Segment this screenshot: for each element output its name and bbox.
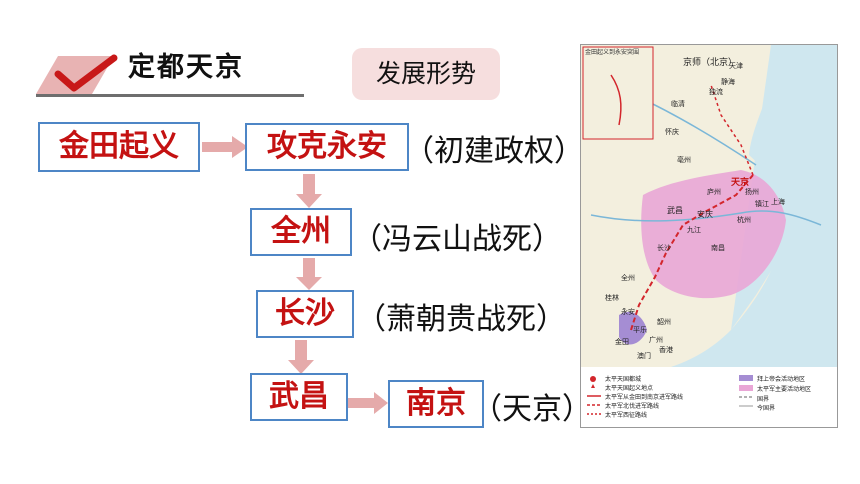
map-label-hangzhou: 杭州 [737, 216, 751, 224]
box-jintian-uprising: 金田起义 [38, 122, 200, 172]
map-label-nanchang: 南昌 [711, 244, 725, 252]
map-label-hongkong: 香港 [659, 346, 673, 354]
box-quanzhou: 全州 [250, 208, 352, 256]
legend-worship-area: 拜上帝会活动地区 [757, 376, 806, 383]
map-label-jiujiang: 九江 [687, 226, 701, 234]
box-changsha: 长沙 [256, 290, 354, 338]
map-label-tianjin: 天津 [729, 62, 743, 70]
legend-capital: 太平天国都城 [605, 376, 642, 383]
box-capture-yongan: 攻克永安 [245, 123, 409, 171]
legend-route-north: 太平军北伐进军路线 [605, 403, 660, 410]
map-label-shanghai: 上海 [771, 198, 785, 206]
arrow-down-icon [296, 258, 322, 290]
box-nanjing: 南京 [388, 380, 484, 428]
page-title: 定都天京 [128, 52, 244, 83]
map-label-duliu: 独流 [709, 88, 723, 96]
map-label-changsha: 长沙 [657, 244, 671, 252]
map-label-linqing: 临清 [671, 100, 685, 108]
box-wuchang: 武昌 [250, 373, 348, 421]
section-badge: 发展形势 [352, 48, 500, 100]
check-icon [36, 44, 126, 96]
map-label-luzhou: 庐州 [707, 188, 721, 196]
note-tianjing: （天京） [472, 392, 592, 427]
historical-map: 金田起义到永安突围 京师（北京） 天津 静海 独流 临清 怀庆 亳州 天京 庐州… [580, 44, 838, 428]
map-label-jintian: 金田 [615, 338, 629, 346]
map-label-shaozhou: 韶州 [657, 318, 671, 326]
arrow-right-icon [348, 392, 388, 414]
map-label-wuchang: 武昌 [667, 206, 683, 215]
arrow-down-icon [296, 174, 322, 208]
map-label-anqing: 安庆 [697, 210, 713, 219]
legend-route-main: 太平军从金田到南京进军路线 [605, 394, 684, 401]
note-xiao-chaogui: （萧朝贵战死） [356, 302, 566, 337]
note-initial-regime: （初建政权） [404, 134, 584, 169]
legend-main-area: 太平军主要活动地区 [757, 386, 812, 393]
map-label-guilin: 桂林 [605, 294, 619, 302]
note-feng-yunshan: （冯云山战死） [352, 222, 562, 257]
arrow-down-icon [288, 340, 314, 374]
map-label-jinghai: 静海 [721, 78, 735, 86]
map-label-zhenjiang: 镇江 [755, 200, 769, 208]
legend-route-west: 太平军西征路线 [605, 412, 648, 419]
map-label-pingle: 平乐 [633, 326, 647, 334]
map-label-aomen: 澳门 [637, 352, 651, 360]
legend-uprising: 太平天国起义地点 [605, 385, 654, 392]
title-underline [36, 46, 304, 97]
map-label-quanzhou: 全州 [621, 274, 635, 282]
legend-modern-border: 今国界 [757, 405, 776, 412]
map-label-tianjing: 天京 [731, 178, 750, 188]
map-label-haozhou: 亳州 [677, 156, 691, 164]
arrow-right-icon [202, 136, 248, 158]
map-label-yongan: 永安 [621, 308, 635, 316]
map-inset-title: 金田起义到永安突围 [585, 49, 640, 56]
map-label-huaiqing: 怀庆 [665, 128, 679, 136]
map-label-beijing: 京师（北京） [683, 58, 738, 68]
map-label-guangzhou: 广州 [649, 336, 663, 344]
legend-border: 国界 [757, 396, 770, 403]
map-label-yangzhou: 扬州 [745, 188, 759, 196]
